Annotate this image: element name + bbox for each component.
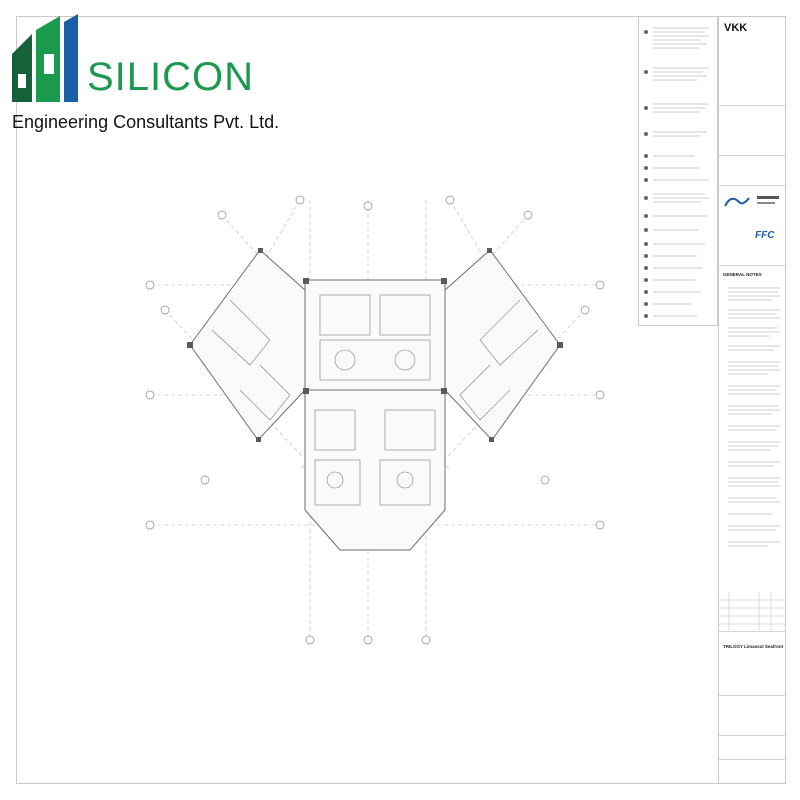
client-logo-icon (724, 196, 779, 207)
title-block-header-cell (719, 16, 786, 106)
title-block-cell (719, 106, 786, 156)
consultant-logo: FFC (755, 230, 775, 241)
legend-entries (644, 27, 709, 318)
drawing-legend (638, 16, 718, 326)
architect-logo: VKK (724, 22, 748, 34)
project-title: TRILOGY Limassol Seafront (723, 644, 784, 649)
title-block-cell (719, 656, 786, 696)
title-block-cell (719, 736, 786, 760)
company-name: SILICON (87, 55, 255, 99)
title-block-cell (719, 156, 786, 186)
general-notes-heading: GENERAL NOTES (723, 272, 762, 277)
floor-plan-drawing (145, 195, 605, 645)
general-notes-text (728, 287, 780, 547)
title-block-cell (719, 760, 786, 784)
company-subtitle: Engineering Consultants Pvt. Ltd. (12, 112, 280, 132)
silicon-logo-icon (12, 14, 78, 102)
revision-grid (719, 592, 785, 630)
revision-table (719, 592, 786, 632)
title-block: VKK FFC GENERAL NOTES (718, 16, 786, 784)
title-block-cell (719, 216, 786, 266)
title-block-cell (719, 696, 786, 736)
